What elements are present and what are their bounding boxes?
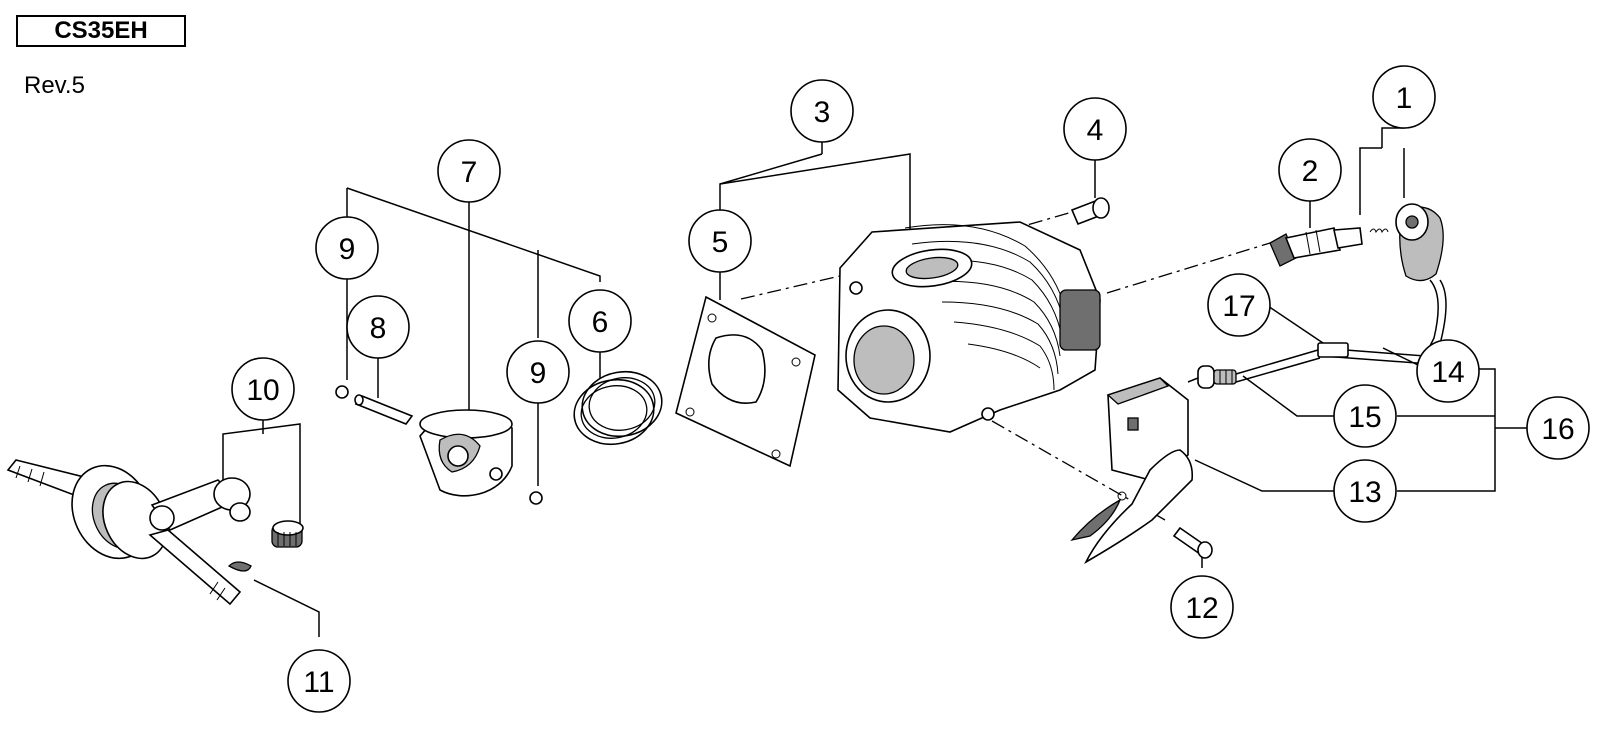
callout-1: 1	[1372, 65, 1436, 129]
callout-8: 8	[346, 295, 410, 359]
callout-11: 11	[287, 649, 351, 713]
spark-plug	[1269, 227, 1363, 267]
callout-3: 3	[790, 79, 854, 143]
piston	[419, 409, 513, 497]
svg-text:12: 12	[1185, 592, 1218, 625]
callout-4: 4	[1063, 97, 1127, 161]
ignition-coil	[1070, 349, 1321, 565]
crankshaft-illustration	[6, 459, 304, 606]
piston-pin	[354, 394, 414, 425]
svg-text:10: 10	[246, 374, 279, 407]
callout-2: 2	[1278, 138, 1342, 202]
svg-text:11: 11	[303, 666, 334, 699]
callout-16: 16	[1526, 396, 1590, 460]
revision-label: Rev.5	[24, 72, 85, 99]
svg-text:16: 16	[1541, 413, 1574, 446]
svg-text:8: 8	[370, 312, 387, 345]
callout-12: 12	[1170, 575, 1234, 639]
woodruff-key	[227, 561, 252, 572]
model-label: CS35EH	[16, 15, 186, 47]
svg-text:9: 9	[530, 357, 547, 390]
svg-text:17: 17	[1222, 290, 1255, 323]
callout-9-left: 9	[315, 216, 379, 280]
svg-text:2: 2	[1302, 155, 1319, 188]
svg-text:3: 3	[814, 96, 831, 129]
plug-terminal-spring	[1369, 228, 1389, 234]
callout-5: 5	[688, 209, 752, 273]
svg-text:15: 15	[1348, 401, 1381, 434]
callout-17: 17	[1207, 273, 1271, 337]
svg-text:6: 6	[592, 306, 609, 339]
svg-text:5: 5	[712, 226, 729, 259]
svg-text:4: 4	[1087, 114, 1104, 147]
coil-screw	[1172, 526, 1213, 559]
circlips	[335, 385, 543, 505]
cylinder-screw	[1070, 197, 1110, 226]
svg-text:7: 7	[461, 156, 478, 189]
callout-14: 14	[1416, 339, 1480, 403]
cylinder	[837, 221, 1101, 433]
callout-9-right: 9	[506, 340, 570, 404]
callout-13: 13	[1333, 459, 1397, 523]
callout-15: 15	[1333, 384, 1397, 448]
piston-rings	[573, 370, 663, 446]
svg-text:14: 14	[1431, 356, 1464, 389]
callout-10: 10	[231, 357, 295, 421]
svg-text:13: 13	[1348, 476, 1381, 509]
callout-7: 7	[437, 139, 501, 203]
svg-text:1: 1	[1396, 82, 1413, 115]
cylinder-gasket	[675, 295, 816, 468]
svg-text:9: 9	[339, 233, 356, 266]
callout-6: 6	[568, 289, 632, 353]
leader-lines	[222, 118, 1528, 637]
plug-cap-and-lead	[1317, 203, 1447, 365]
